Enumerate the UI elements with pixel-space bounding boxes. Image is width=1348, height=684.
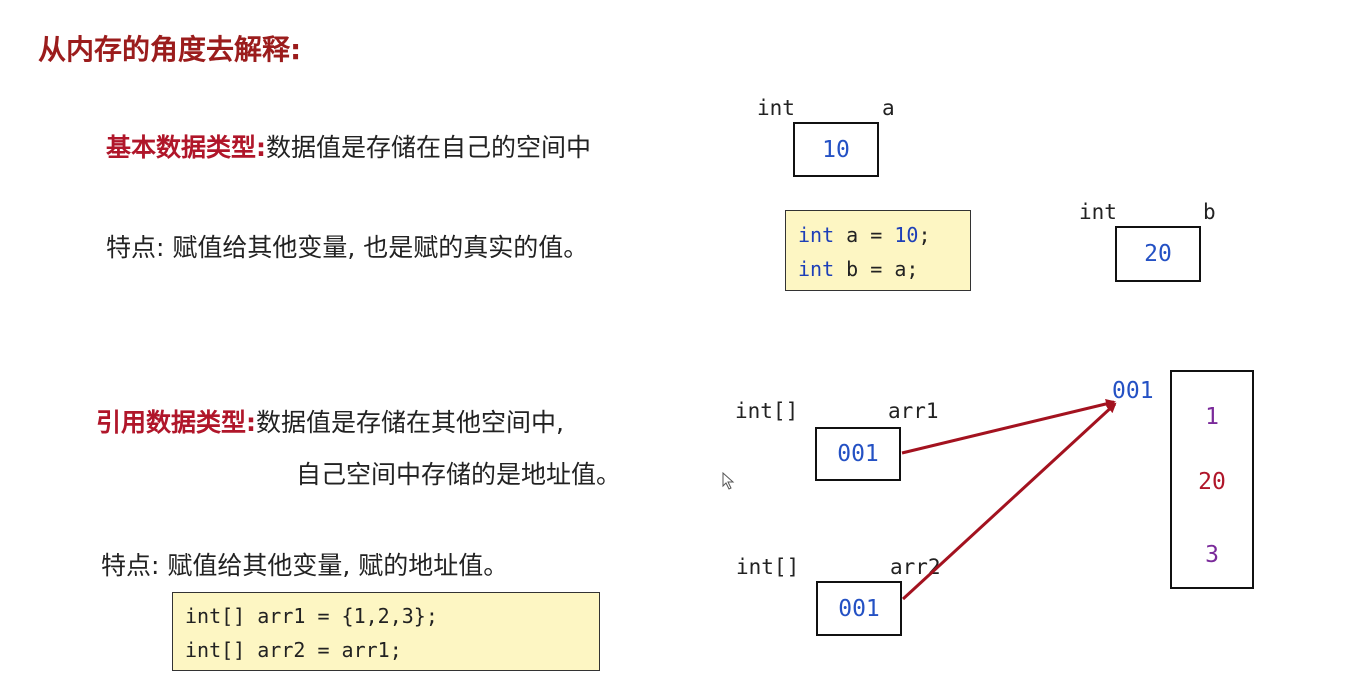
primitive-code-box: int a = 10; int b = a; <box>785 210 971 291</box>
page-title: 从内存的角度去解释: <box>38 33 302 66</box>
arr1-name: arr1 <box>888 399 939 423</box>
arr1-value: 001 <box>837 441 879 467</box>
primitive-heading: 基本数据类型:数据值是存储在自己的空间中 <box>106 128 591 164</box>
primitive-label: 基本数据类型: <box>106 133 266 162</box>
arr1-pointer-arrow <box>901 399 1116 455</box>
arr2-type: int[] <box>736 555 800 579</box>
reference-label: 引用数据类型: <box>96 408 256 437</box>
arr2-name: arr2 <box>890 555 941 579</box>
reference-desc-1: 数据值是存储在其他空间中, <box>256 408 564 437</box>
var-b-type: int <box>1079 200 1117 224</box>
var-a-value: 10 <box>822 136 850 163</box>
reference-feature: 特点: 赋值给其他变量, 赋的地址值。 <box>101 551 509 580</box>
heap-value-1: 20 <box>1198 469 1226 495</box>
primitive-desc: 数据值是存储在自己的空间中 <box>266 133 592 162</box>
arr1-box: 001 <box>815 427 901 481</box>
reference-code-box: int[] arr1 = {1,2,3}; int[] arr2 = arr1; <box>172 592 600 671</box>
var-a-type: int <box>757 96 795 120</box>
arr2-pointer-arrow <box>901 402 1117 601</box>
primitive-feature: 特点: 赋值给其他变量, 也是赋的真实的值。 <box>106 233 589 262</box>
arr2-box: 001 <box>816 581 902 636</box>
cursor-icon <box>722 472 735 490</box>
reference-code-line-1: int[] arr1 = {1,2,3}; <box>185 604 438 628</box>
reference-desc-2: 自己空间中存储的是地址值。 <box>296 460 622 489</box>
var-b-name: b <box>1203 200 1216 224</box>
heap-address: 001 <box>1112 378 1154 404</box>
var-a-box: 10 <box>793 122 879 177</box>
heap-value-0: 1 <box>1205 404 1219 430</box>
primitive-code-line-1: int a = 10; <box>798 223 931 247</box>
heap-array: 1 20 3 <box>1170 370 1254 589</box>
arr1-type: int[] <box>735 399 799 423</box>
reference-code-line-2: int[] arr2 = arr1; <box>185 638 402 662</box>
var-a-name: a <box>882 96 895 120</box>
arr2-value: 001 <box>838 595 880 622</box>
reference-heading: 引用数据类型:数据值是存储在其他空间中, <box>96 403 564 439</box>
var-b-box: 20 <box>1115 226 1201 282</box>
primitive-code-line-2: int b = a; <box>798 257 919 281</box>
heap-value-2: 3 <box>1205 542 1219 568</box>
var-b-value: 20 <box>1144 241 1172 267</box>
